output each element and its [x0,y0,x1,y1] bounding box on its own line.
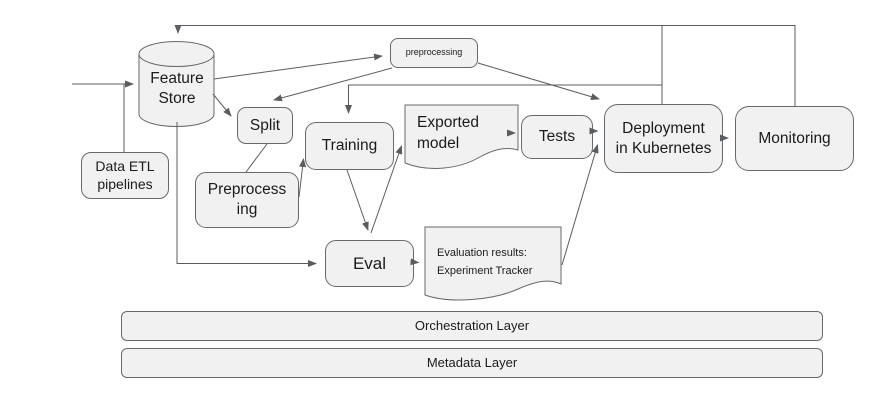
evaluation-results-document [424,226,562,301]
node-tests: Tests [521,115,593,159]
exported-model-document [404,104,519,169]
node-deployment-kubernetes: Deployment in Kubernetes [604,104,723,173]
exported-model-label: Exported model [417,114,480,152]
orchestration-layer-bar: Orchestration Layer [121,311,823,341]
metadata-layer-bar: Metadata Layer [121,348,823,378]
feature-store-label: Feature Store [150,70,204,107]
node-training: Training [305,122,394,170]
node-monitoring: Monitoring [735,106,854,171]
evaluation-results-label: Evaluation results: Experiment Tracker [437,247,533,277]
node-data-etl-pipelines: Data ETL pipelines [81,152,169,199]
node-preprocessing: Preprocess ing [195,172,299,228]
node-preprocessing-tag: preprocessing [390,38,478,68]
node-eval: Eval [325,240,414,287]
node-split: Split [237,107,293,144]
